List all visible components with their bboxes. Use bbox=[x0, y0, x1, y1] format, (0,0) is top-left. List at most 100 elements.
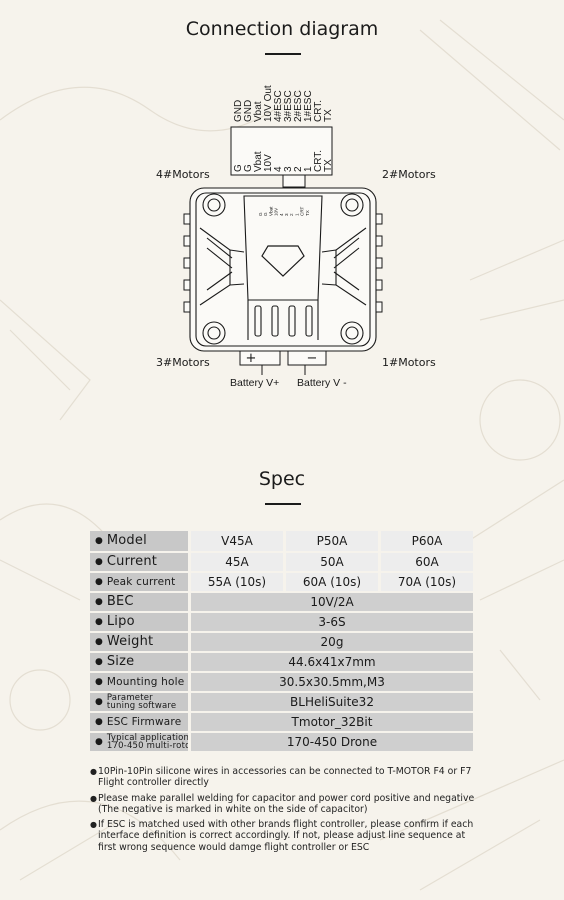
motor-label-3: 3#Motors bbox=[156, 356, 210, 369]
connector-pin-label: G bbox=[243, 164, 254, 172]
spec-value: BLHeliSuite32 bbox=[191, 693, 473, 711]
note-item: ●10Pin-10Pin silicone wires in accessori… bbox=[90, 766, 490, 789]
spec-label-cell: ●Size bbox=[90, 653, 188, 671]
motor-label-2: 2#Motors bbox=[382, 168, 436, 181]
connector-pin-label: CRT. bbox=[313, 150, 324, 172]
spec-label-cell: ●Lipo bbox=[90, 613, 188, 631]
wire-label: GND bbox=[243, 100, 254, 122]
connector-pin-label: 3 bbox=[283, 166, 294, 172]
battery-pad-negative bbox=[287, 350, 327, 366]
spec-value: 10V/2A bbox=[191, 593, 473, 611]
spec-value: 170-450 Drone bbox=[191, 733, 473, 751]
connector-tab bbox=[282, 174, 306, 188]
connector-block bbox=[230, 126, 333, 176]
spec-label: Lipo bbox=[106, 614, 135, 629]
board-edge-tab bbox=[375, 235, 383, 247]
spec-value: 60A (10s) bbox=[286, 573, 378, 591]
board-pin-label: 4 bbox=[279, 213, 284, 216]
spec-label: Mounting hole bbox=[106, 676, 185, 688]
bullet-dot: ● bbox=[95, 617, 103, 627]
spec-underline bbox=[265, 503, 301, 505]
spec-label-cell: ●Weight bbox=[90, 633, 188, 651]
spec-value: 20g bbox=[191, 633, 473, 651]
note-line: Flight controller directly bbox=[98, 777, 209, 789]
spec-label-line2: tuning software bbox=[106, 701, 177, 711]
bullet-dot: ● bbox=[95, 657, 103, 667]
board-edge-tab bbox=[375, 301, 383, 313]
bullet-dot: ● bbox=[95, 577, 103, 587]
spec-value: 44.6x41x7mm bbox=[191, 653, 473, 671]
wire-label: 10V Out bbox=[263, 85, 274, 122]
wire-label: CRT. bbox=[313, 100, 324, 122]
board-edge-tab bbox=[375, 213, 383, 225]
board-pin-label: 3 bbox=[284, 213, 289, 216]
connector-pin-label: G bbox=[233, 164, 244, 172]
spec-value: 70A (10s) bbox=[381, 573, 473, 591]
spec-label: Size bbox=[106, 654, 135, 669]
motor-label-4: 4#Motors bbox=[156, 168, 210, 181]
connector-pin-label: 10V bbox=[263, 154, 274, 172]
spec-row: ●BEC 10V/2A bbox=[90, 593, 473, 611]
connector-pin-label: 2 bbox=[293, 166, 304, 172]
bullet-dot: ● bbox=[95, 557, 103, 567]
battery-leads bbox=[261, 365, 306, 375]
note-line: If ESC is matched used with other brands… bbox=[98, 819, 474, 831]
connector-pin-label: TX bbox=[323, 159, 334, 172]
board-edge-tab bbox=[375, 279, 383, 291]
wire-label: 1#ESC bbox=[303, 90, 314, 122]
model-p60a: P60A bbox=[381, 531, 473, 551]
bullet-dot: ● bbox=[95, 737, 103, 747]
heading-underline bbox=[265, 53, 301, 55]
spec-value: 60A bbox=[381, 553, 473, 571]
spec-row: ●Mounting hole 30.5x30.5mm,M3 bbox=[90, 673, 473, 691]
bullet-dot: ● bbox=[95, 697, 103, 707]
spec-label-cell: ●BEC bbox=[90, 593, 188, 611]
wire-label: 4#ESC bbox=[273, 90, 284, 122]
note-line: (The negative is marked in white on the … bbox=[98, 803, 368, 815]
spec-row: ●Weight 20g bbox=[90, 633, 473, 651]
board-pin-label: 2 bbox=[289, 213, 294, 216]
board-pin-label: G bbox=[263, 212, 268, 216]
connector-pin-label: 1 bbox=[303, 166, 314, 172]
spec-label-cell: ● Peak current bbox=[90, 573, 188, 591]
connector-pin-label: 4 bbox=[273, 166, 284, 172]
note-line: first wrong sequence would damge flight … bbox=[98, 841, 370, 853]
note-item: ●Please make parallel welding for capaci… bbox=[90, 793, 490, 816]
connection-diagram-heading: Connection diagram bbox=[185, 18, 379, 40]
spec-label-line2: 170-450 multi-rotor bbox=[106, 741, 188, 751]
wire-label: 2#ESC bbox=[293, 90, 304, 122]
note-line: Please make parallel welding for capacit… bbox=[98, 792, 475, 804]
spec-label: Peak current bbox=[106, 576, 176, 588]
spec-row: ●ESC Firmware Tmotor_32Bit bbox=[90, 713, 473, 731]
spec-label-cell: ●Mounting hole bbox=[90, 673, 188, 691]
board-pin-label: TX bbox=[305, 210, 310, 216]
note-bullet: ● bbox=[90, 793, 97, 803]
spec-value: 55A (10s) bbox=[191, 573, 283, 591]
board-pin-label: CRT bbox=[300, 206, 305, 216]
spec-label-cell: ●ESC Firmware bbox=[90, 713, 188, 731]
bullet-dot: ● bbox=[95, 677, 103, 687]
spec-label-cell: ● Parameter tuning software bbox=[90, 693, 188, 711]
wire-label: GND bbox=[233, 100, 244, 122]
note-item: ●If ESC is matched used with other brand… bbox=[90, 819, 490, 853]
spec-label: BEC bbox=[106, 594, 134, 609]
board-edge-tab bbox=[375, 257, 383, 269]
plus-sign: + bbox=[246, 351, 257, 366]
motor-label-1: 1#Motors bbox=[382, 356, 436, 369]
spec-label: Model bbox=[106, 533, 147, 548]
spec-label: Weight bbox=[106, 634, 154, 649]
board-pin-label: G bbox=[258, 212, 263, 216]
battery-pad-positive bbox=[239, 350, 281, 366]
board-edge-tab bbox=[183, 257, 191, 269]
minus-sign: − bbox=[307, 351, 318, 366]
battery-negative-label: Battery V - bbox=[297, 377, 347, 389]
board-pin-label: 10V bbox=[274, 207, 279, 216]
spec-label: Parameter bbox=[106, 693, 153, 703]
bullet-dot: ● bbox=[95, 597, 103, 607]
